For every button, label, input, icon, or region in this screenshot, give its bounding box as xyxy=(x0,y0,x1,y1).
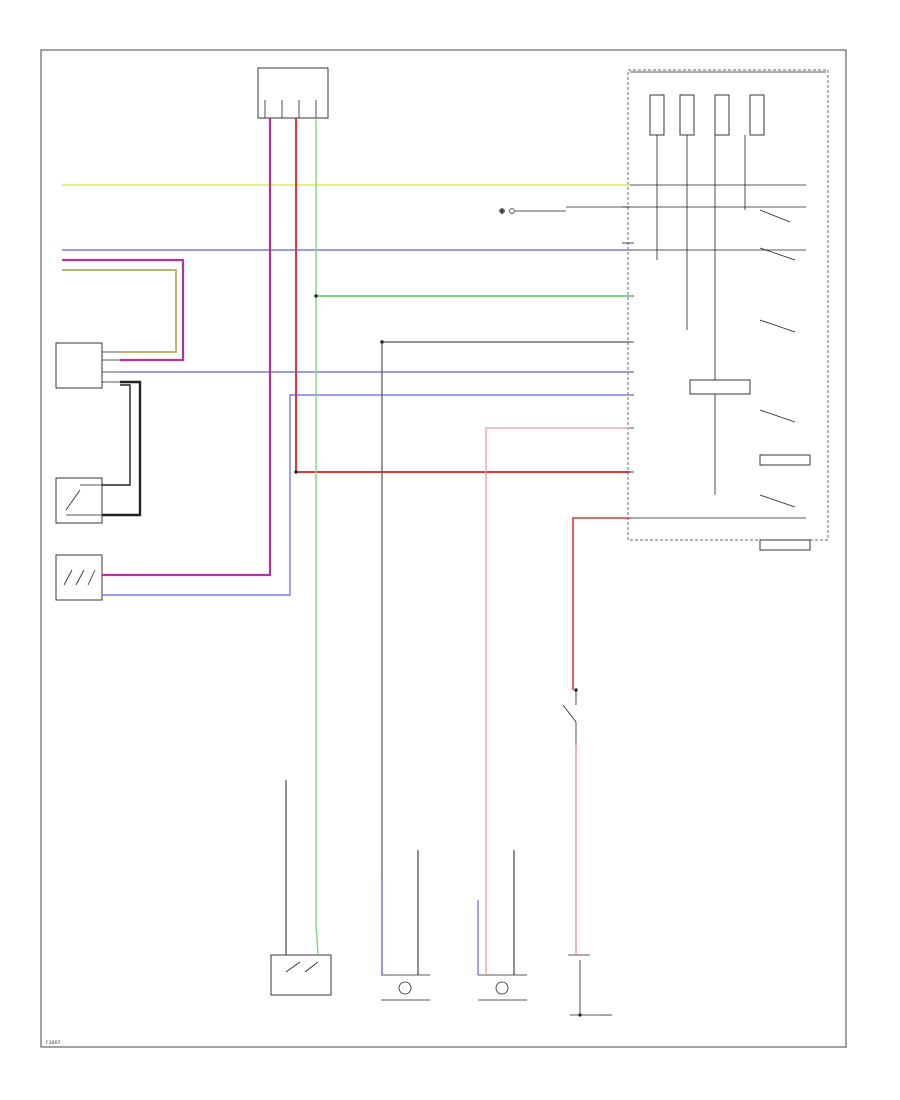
powertrain-control-module xyxy=(257,67,329,119)
wire-pink-condenser xyxy=(485,427,630,975)
junction-node xyxy=(314,294,318,298)
radiator-fan-motor xyxy=(381,974,430,1001)
junction-nodes xyxy=(294,209,578,692)
wire-lightgreen-ect xyxy=(315,118,319,956)
ac-pressure-switch xyxy=(55,554,103,601)
junction-node xyxy=(380,340,384,344)
wire-magenta-branch xyxy=(62,258,185,362)
wire-red-pcm xyxy=(295,118,630,473)
diagram-border xyxy=(40,49,847,1048)
wire-black-fan xyxy=(102,384,131,486)
wire-magenta-pcm xyxy=(102,118,272,577)
relay-contact xyxy=(499,208,566,214)
engine-coolant-temperature-sensor xyxy=(270,954,332,996)
junction-node xyxy=(294,470,298,474)
ac-refrigerant-pressure-sensor xyxy=(55,342,120,389)
footer-code: f.3007 xyxy=(46,1040,61,1046)
junction-box xyxy=(622,69,829,551)
ac-compressor-clutch xyxy=(568,954,600,1017)
fan-switch xyxy=(55,477,103,524)
junction-node xyxy=(574,688,578,692)
junction-node xyxy=(500,209,504,213)
condenser-fan-motor xyxy=(478,974,527,1001)
wire-gray-radiator xyxy=(381,341,630,975)
wire-olive-branch xyxy=(62,269,177,353)
fuse-group xyxy=(649,94,765,136)
wire-red-compressor xyxy=(572,517,630,690)
wires xyxy=(62,118,630,1016)
wire-black-pressure xyxy=(102,380,142,517)
ac-compressor-thermal-protector xyxy=(562,690,577,745)
wire-blue-pressure xyxy=(102,394,630,596)
